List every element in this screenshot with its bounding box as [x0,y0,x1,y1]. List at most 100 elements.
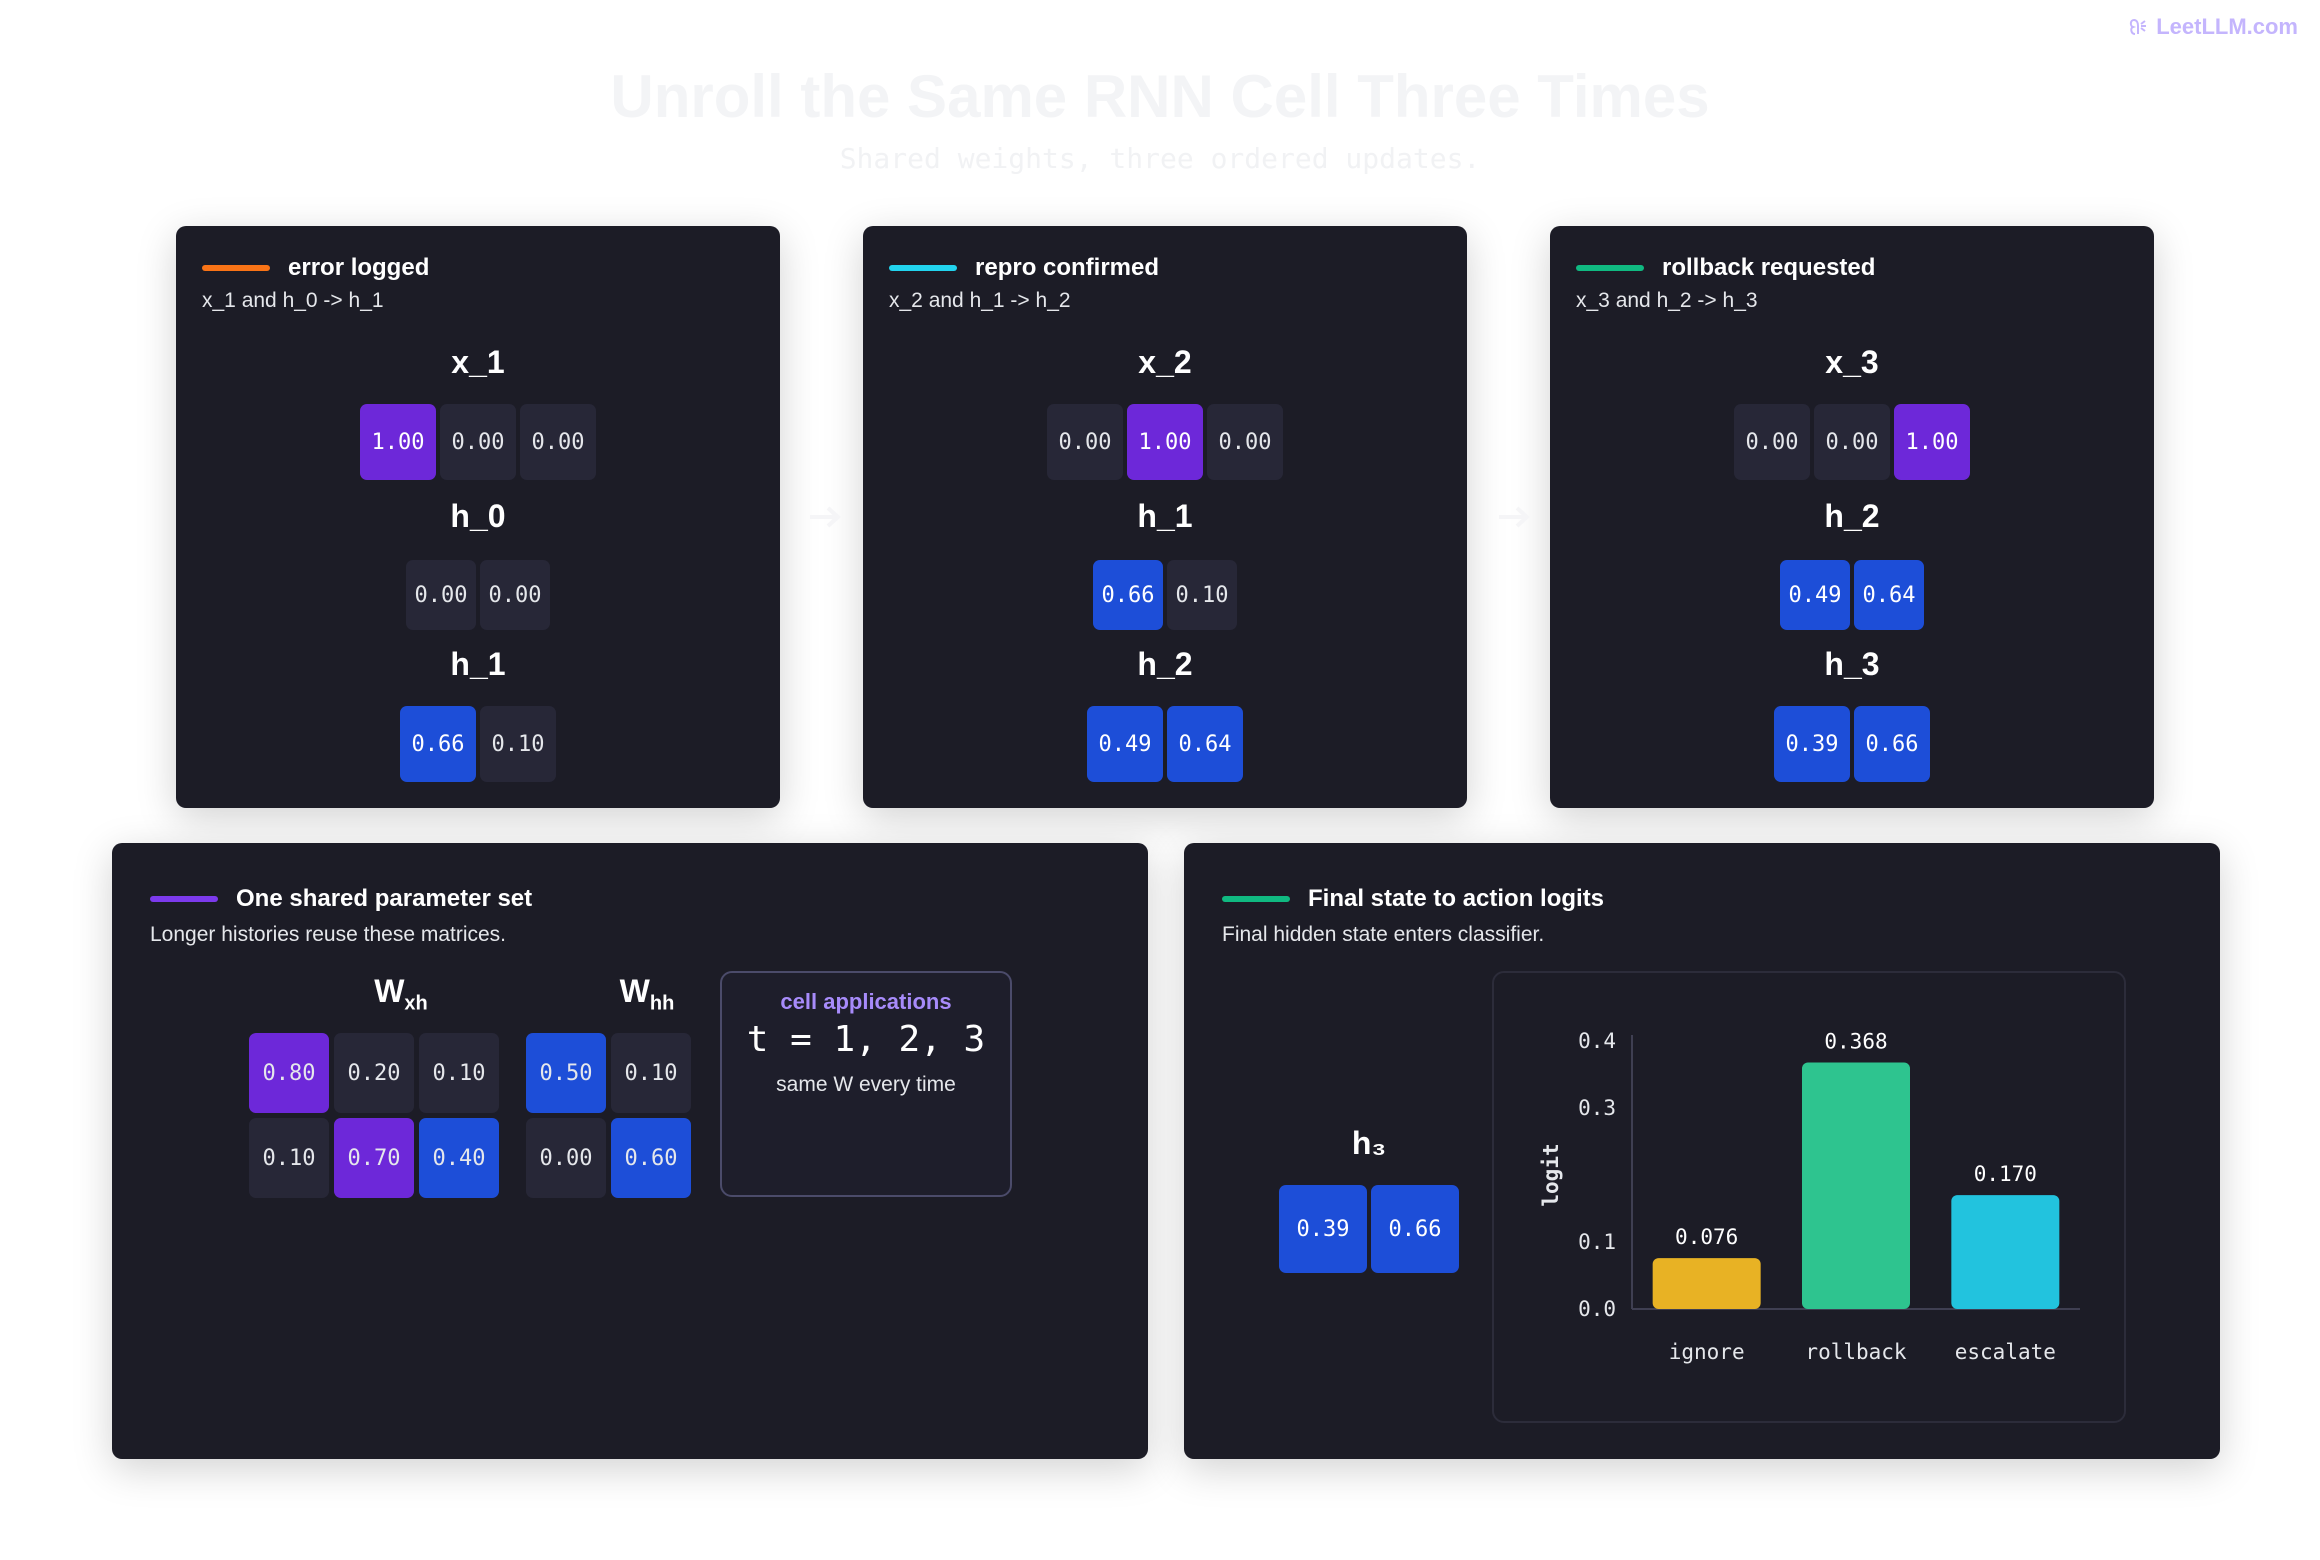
brain-icon [2130,19,2147,35]
x-tick-label: rollback [1805,1340,1907,1364]
h-next-cell: 0.39 [1774,706,1850,782]
h-next-cell: 0.49 [1087,706,1163,782]
card-header: Final state to action logits [1222,885,1604,913]
bar-value-label: 0.368 [1824,1029,1887,1053]
x-tick-label: escalate [1955,1340,2056,1364]
card-header: One shared parameter set [150,885,532,913]
accent-bar [889,265,957,271]
bar-ignore [1652,1258,1761,1309]
x-label: x_2 [1138,344,1192,380]
card-caption: x_3 and h_2 -> h_3 [1576,289,1758,312]
h-prev-label: h_2 [1824,498,1880,534]
cell-applications-box: cell applications t = 1, 2, 3 same W eve… [720,971,1012,1197]
x-label: x_3 [1825,344,1879,380]
matrix-cell: 0.10 [419,1033,499,1113]
card-caption: Longer histories reuse these matrices. [150,923,507,946]
y-tick-label: 0.4 [1578,1029,1616,1053]
x-cell: 0.00 [1814,404,1890,480]
y-tick-label: 0.1 [1578,1230,1616,1254]
matrix-cell: 0.10 [249,1118,329,1198]
card-header: rollback requested [1576,254,1875,282]
h-prev-cell: 0.64 [1854,560,1924,630]
step-card-2: repro confirmed x_2 and h_1 -> h_2 x_2 0… [863,226,1467,808]
h-prev-label: h_0 [450,498,506,534]
matrix-cell: 0.50 [526,1033,606,1113]
bar-escalate [1951,1195,2060,1309]
accent-bar [1576,265,1644,271]
bar-value-label: 0.170 [1974,1162,2037,1186]
h-next-cell: 0.10 [480,706,556,782]
y-axis-label: logit [1539,1143,1563,1206]
h-next-label: h_3 [1824,646,1880,682]
wxh-label: Wxh [374,973,428,1015]
final-state-card: Final state to action logits Final hidde… [1184,843,2220,1459]
y-tick-label: 0.3 [1578,1096,1616,1120]
matrix-cell: 0.20 [334,1033,414,1113]
h-next-cell: 0.64 [1167,706,1243,782]
card-caption: Final hidden state enters classifier. [1222,923,1545,946]
whh-label: Whh [619,973,675,1015]
apps-equation: t = 1, 2, 3 [746,1019,986,1060]
arrow-right-icon [1499,506,1530,528]
matrix-cell: 0.10 [611,1033,691,1113]
matrix-cell: 0.80 [249,1033,329,1113]
card-title: rollback requested [1662,254,1876,281]
apps-title: cell applications [780,989,952,1014]
card-header: error logged [202,254,429,282]
accent-bar [150,896,218,902]
brand-logo[interactable]: LeetLLM.com [2128,14,2298,40]
matrix-cell: 0.70 [334,1118,414,1198]
h-next-cell: 0.66 [400,706,476,782]
shared-params-card: One shared parameter set Longer historie… [112,843,1148,1459]
card-title: repro confirmed [975,254,1160,281]
h-prev-cell: 0.00 [406,560,476,630]
matrix-cell: 0.60 [611,1118,691,1198]
h-prev-cell: 0.00 [480,560,550,630]
x-cell: 1.00 [1127,404,1203,480]
x-cell: 0.00 [1734,404,1810,480]
h-prev-cell: 0.49 [1780,560,1850,630]
x-cell: 0.00 [1207,404,1283,480]
card-caption: x_1 and h_0 -> h_1 [202,289,384,312]
h-next-label: h_1 [450,646,506,682]
card-caption: x_2 and h_1 -> h_2 [889,289,1071,312]
matrix-cell: 0.00 [526,1118,606,1198]
card-title: Final state to action logits [1308,885,1605,912]
page-title: Unroll the Same RNN Cell Three Times [610,63,1710,130]
h-prev-label: h_1 [1137,498,1193,534]
matrix-cell: 0.40 [419,1118,499,1198]
step-card-3: rollback requested x_3 and h_2 -> h_3 x_… [1550,226,2154,808]
h-next-cell: 0.66 [1854,706,1930,782]
x-cell: 0.00 [520,404,596,480]
x-cell: 1.00 [1894,404,1970,480]
x-cell: 1.00 [360,404,436,480]
h-next-label: h_2 [1137,646,1193,682]
brand-text: LeetLLM.com [2156,14,2298,39]
h3-label: h₃ [1351,1125,1387,1161]
h-prev-cell: 0.66 [1093,560,1163,630]
x-cell: 0.00 [440,404,516,480]
step-card-1: error logged x_1 and h_0 -> h_1 x_1 1.00… [176,226,780,808]
apps-note: same W every time [776,1073,956,1096]
card-header: repro confirmed [889,254,1159,282]
accent-bar [202,265,270,271]
h3-cell: 0.66 [1371,1185,1459,1273]
y-tick-label: 0.0 [1578,1297,1616,1321]
h3-cell: 0.39 [1279,1185,1367,1273]
x-cell: 0.00 [1047,404,1123,480]
accent-bar [1222,896,1290,902]
page-subtitle: Shared weights, three ordered updates. [839,142,1481,175]
